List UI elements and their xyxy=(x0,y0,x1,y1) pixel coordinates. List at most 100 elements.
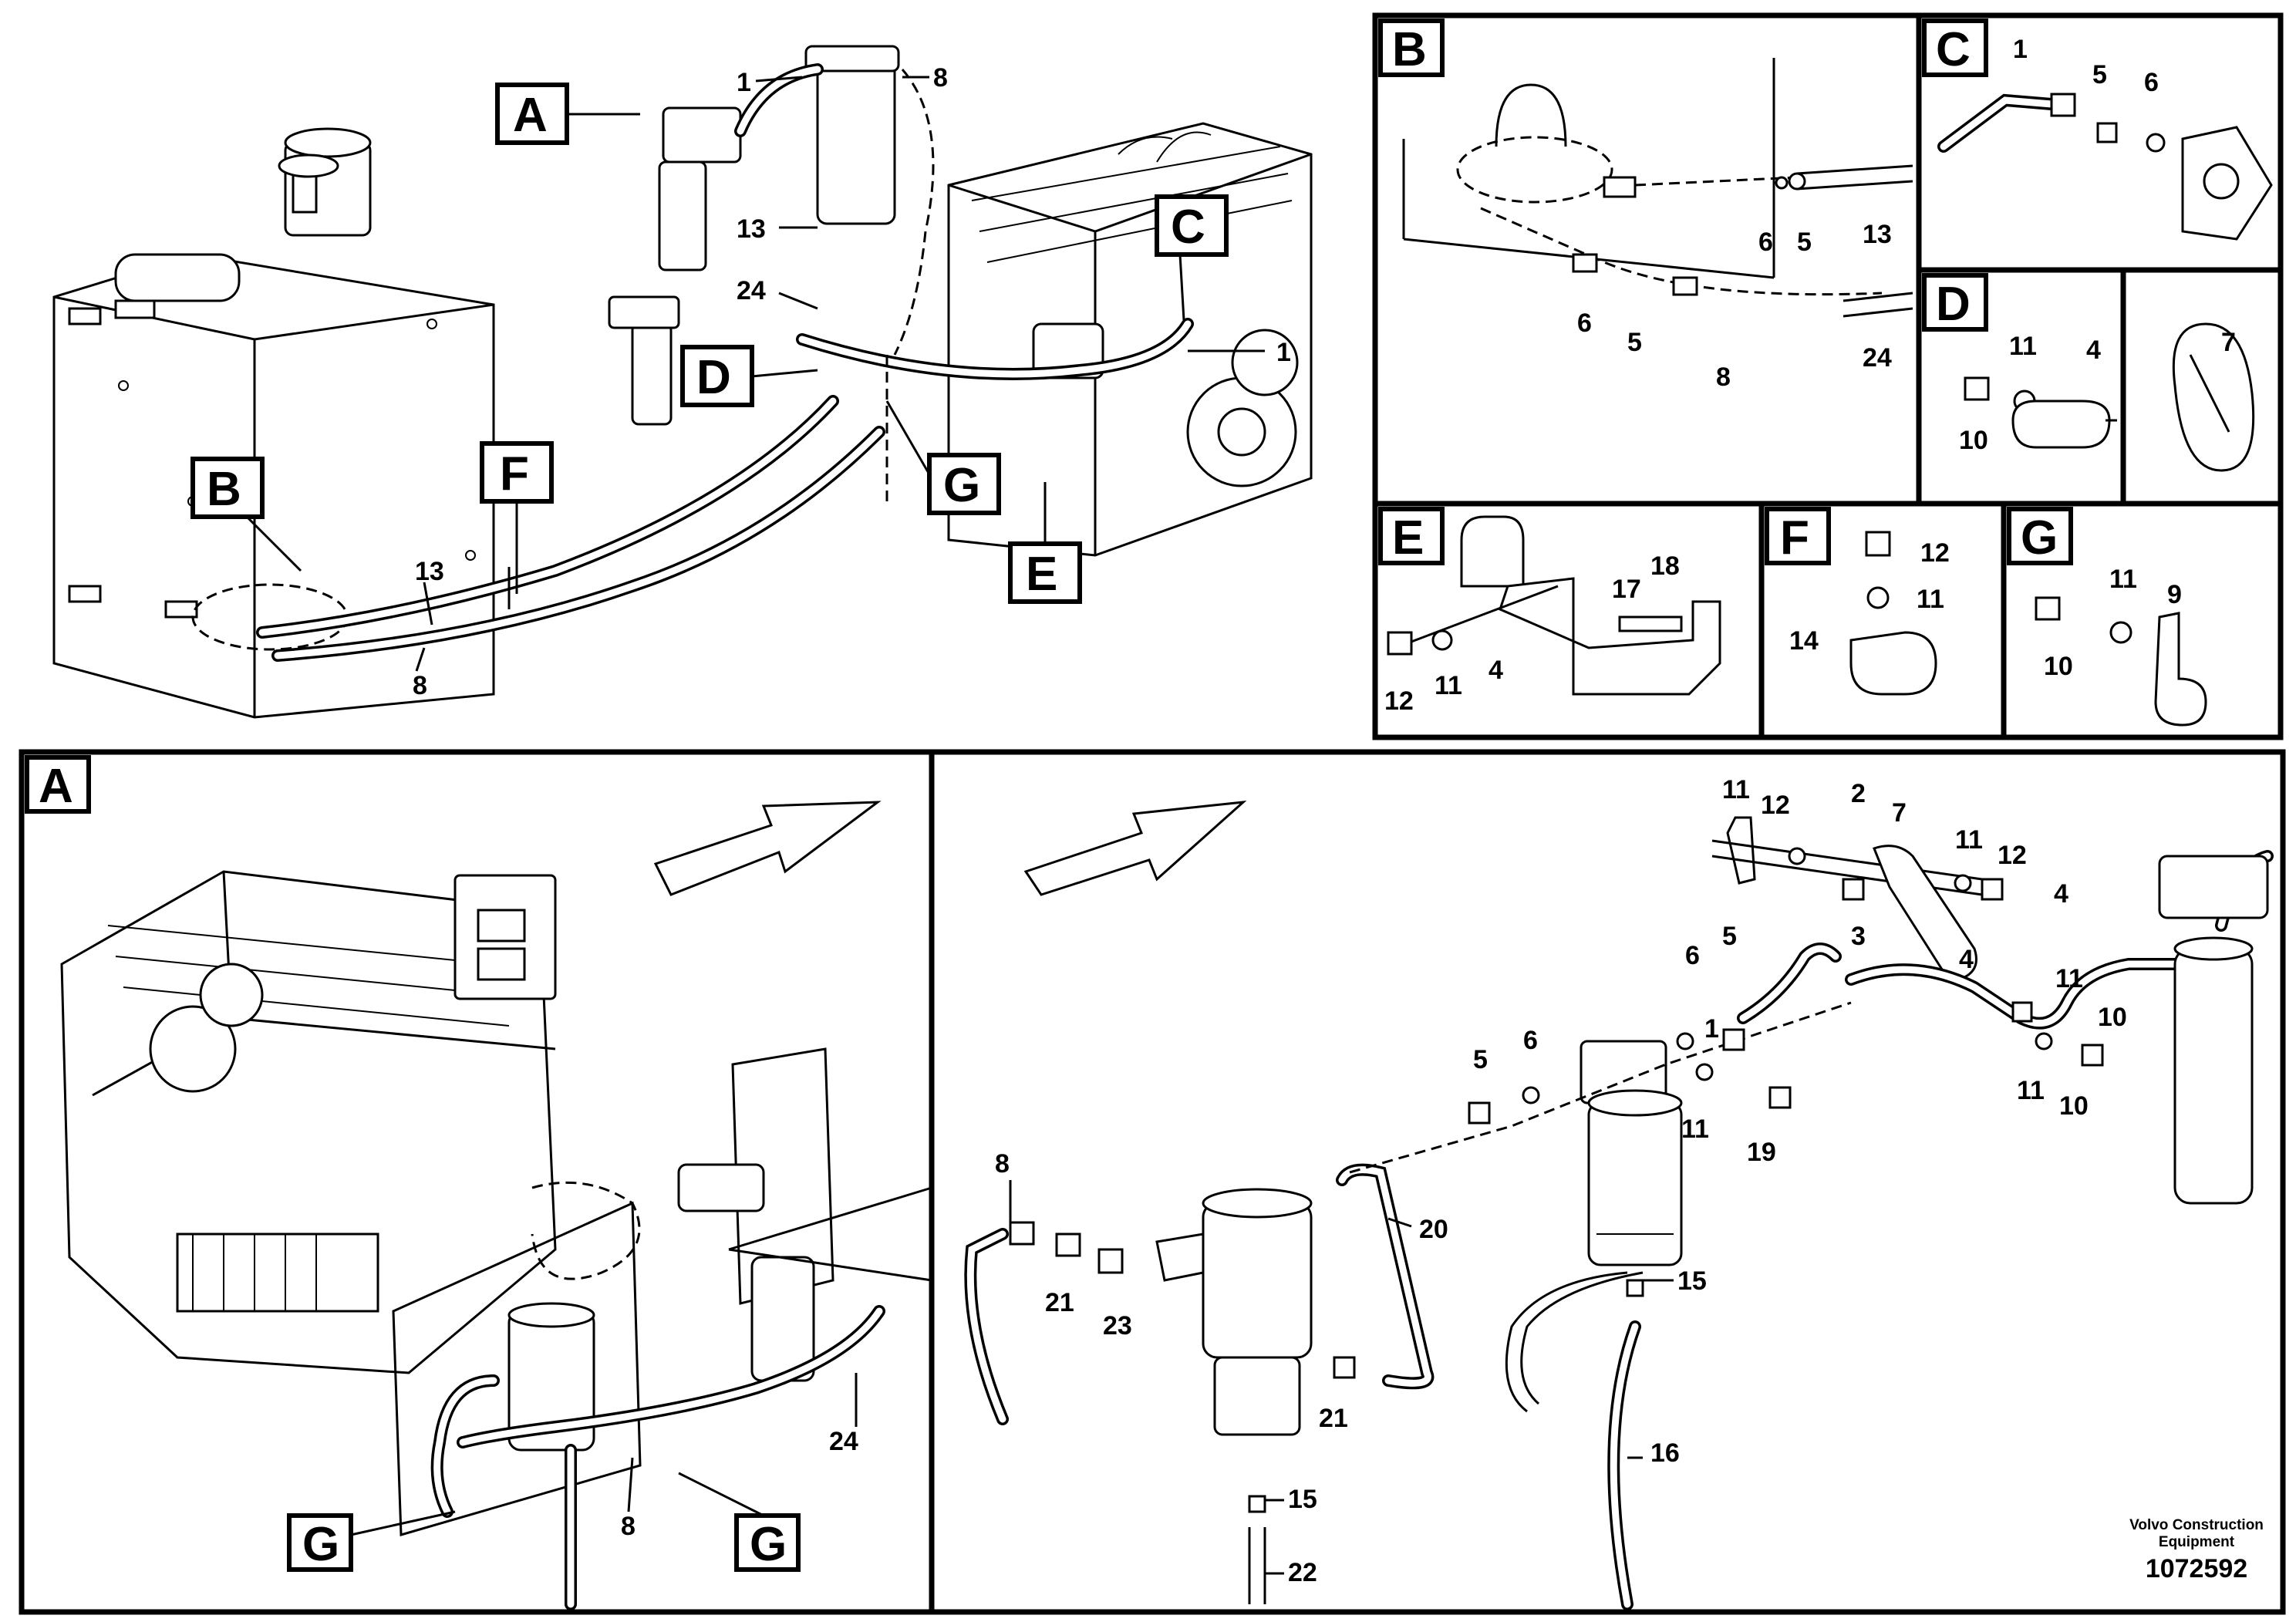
callout-10: 10 xyxy=(1959,426,1988,455)
callout-10: 10 xyxy=(2044,652,2073,681)
callout-10: 10 xyxy=(2059,1091,2089,1121)
callout-8: 8 xyxy=(621,1512,636,1541)
callout-13: 13 xyxy=(737,214,766,244)
svg-text:E: E xyxy=(1392,511,1424,565)
callout-10: 10 xyxy=(2098,1003,2127,1032)
callout-1: 1 xyxy=(1276,338,1291,367)
callout-11: 11 xyxy=(1681,1114,1709,1144)
company-name-line1: Volvo Construction xyxy=(2129,1517,2264,1533)
callout-22: 22 xyxy=(1288,1558,1317,1587)
view-label-e: E xyxy=(1008,482,1082,604)
callout-1: 1 xyxy=(2013,35,2028,64)
callout-11: 11 xyxy=(2055,964,2083,993)
detail-panel-g: G xyxy=(2001,501,2284,740)
callout-23: 23 xyxy=(1103,1311,1132,1340)
callout-3: 3 xyxy=(1851,922,1866,951)
callout-1: 1 xyxy=(1704,1014,1719,1044)
callout-11: 11 xyxy=(1955,825,1983,855)
callout-11: 11 xyxy=(1722,775,1750,804)
callout-5: 5 xyxy=(1627,328,1642,357)
callout-6: 6 xyxy=(1758,228,1773,257)
overview-illustration xyxy=(52,45,1313,719)
svg-text:C: C xyxy=(1171,201,1205,254)
exploded-view-panel xyxy=(929,749,2286,1615)
detail-panel-d: D xyxy=(1916,267,2126,507)
callout-13: 13 xyxy=(415,557,444,586)
detail-panel-e: E xyxy=(1372,501,1765,740)
callout-19: 19 xyxy=(1747,1138,1776,1167)
engine-overview-drawing xyxy=(608,45,1313,557)
callout-6: 6 xyxy=(1577,309,1592,338)
svg-text:B: B xyxy=(1392,23,1427,76)
callout-7: 7 xyxy=(1892,798,1907,828)
detail-panel-cable-tie xyxy=(2120,267,2284,507)
callout-12: 12 xyxy=(1920,538,1950,568)
callout-20: 20 xyxy=(1419,1215,1448,1244)
callout-11: 11 xyxy=(1917,585,1944,614)
callout-6: 6 xyxy=(1523,1026,1538,1055)
view-label-f: F xyxy=(480,441,554,594)
callout-24: 24 xyxy=(1863,343,1892,373)
svg-text:F: F xyxy=(500,447,529,501)
callout-4: 4 xyxy=(1959,945,1974,974)
detail-panel-f: F xyxy=(1758,501,2007,740)
callout-11: 11 xyxy=(2109,565,2137,594)
callout-8: 8 xyxy=(1716,363,1731,392)
view-label-c: C xyxy=(1155,194,1229,321)
callout-15: 15 xyxy=(1288,1485,1317,1514)
view-label-d: D xyxy=(680,345,818,407)
callout-4: 4 xyxy=(1489,656,1503,685)
view-label-b: B xyxy=(190,457,302,572)
company-name-line2: Equipment xyxy=(2159,1534,2235,1550)
callout-8: 8 xyxy=(933,63,948,93)
callout-11: 11 xyxy=(1435,671,1462,700)
callout-24: 24 xyxy=(829,1427,858,1456)
callout-8: 8 xyxy=(413,671,427,700)
callout-24: 24 xyxy=(737,276,766,305)
fuel-tank-drawing xyxy=(52,127,495,719)
callout-17: 17 xyxy=(1612,575,1641,604)
callout-8: 8 xyxy=(995,1149,1010,1179)
callout-15: 15 xyxy=(1677,1266,1707,1296)
svg-text:G: G xyxy=(750,1518,787,1571)
callout-6: 6 xyxy=(1685,941,1700,970)
callout-12: 12 xyxy=(1998,841,2027,870)
callout-11: 11 xyxy=(2009,332,2037,361)
callout-12: 12 xyxy=(1761,791,1790,820)
svg-text:A: A xyxy=(513,89,548,142)
callout-21: 21 xyxy=(1045,1288,1074,1317)
view-label-g-detail-1: G xyxy=(287,1510,456,1572)
callout-21: 21 xyxy=(1319,1404,1348,1433)
callout-16: 16 xyxy=(1650,1438,1680,1468)
detail-panel-c: C xyxy=(1916,12,2284,273)
svg-text:G: G xyxy=(2021,511,2058,565)
callout-11: 11 xyxy=(2017,1076,2045,1105)
svg-text:G: G xyxy=(302,1518,339,1571)
callout-12: 12 xyxy=(1384,686,1414,716)
view-label-g: G xyxy=(885,400,1001,515)
svg-text:D: D xyxy=(696,351,731,404)
callout-1: 1 xyxy=(737,68,751,97)
callout-4: 4 xyxy=(2086,336,2101,365)
svg-text:F: F xyxy=(1780,511,1809,565)
svg-text:B: B xyxy=(207,463,241,516)
svg-text:D: D xyxy=(1936,278,1971,331)
svg-text:E: E xyxy=(1026,548,1057,601)
callout-6: 6 xyxy=(2144,68,2159,97)
view-label-g-detail-2: G xyxy=(678,1472,801,1572)
callout-18: 18 xyxy=(1650,551,1680,581)
callout-5: 5 xyxy=(1473,1045,1488,1074)
callout-13: 13 xyxy=(1863,220,1892,249)
callout-2: 2 xyxy=(1851,779,1866,808)
svg-text:A: A xyxy=(39,760,73,813)
svg-text:G: G xyxy=(943,459,980,512)
callout-5: 5 xyxy=(2092,60,2107,89)
callout-4: 4 xyxy=(2054,879,2068,909)
callout-7: 7 xyxy=(2221,328,2236,357)
callout-5: 5 xyxy=(1722,922,1737,951)
callout-9: 9 xyxy=(2167,580,2182,609)
document-number: 1072592 xyxy=(2146,1554,2247,1583)
callout-14: 14 xyxy=(1789,626,1819,656)
svg-text:C: C xyxy=(1936,23,1971,76)
